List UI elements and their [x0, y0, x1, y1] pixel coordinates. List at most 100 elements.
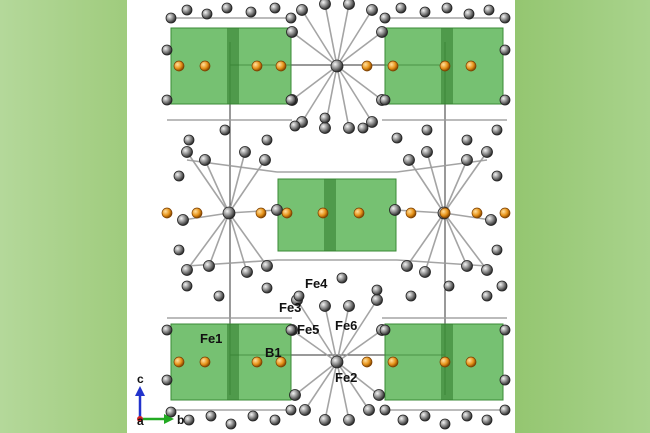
axis-label-b: b — [177, 413, 185, 427]
iron-atom — [481, 290, 493, 302]
iron-atom — [269, 2, 281, 14]
boron-atom — [387, 60, 399, 72]
iron-atom — [285, 94, 297, 106]
boron-atom — [387, 356, 399, 368]
iron-atom — [405, 290, 417, 302]
iron-atom — [203, 260, 215, 272]
iron-atom — [165, 12, 177, 24]
iron-atom — [336, 272, 348, 284]
boron-prism-shadow — [227, 324, 239, 400]
iron-atom — [319, 122, 331, 134]
iron-atom — [213, 290, 225, 302]
bond — [208, 212, 230, 267]
iron-atom — [496, 280, 508, 292]
iron-atom — [241, 266, 253, 278]
iron-atom — [299, 404, 311, 416]
iron-atom — [401, 260, 413, 272]
iron-atom — [181, 4, 193, 16]
iron-atom — [293, 290, 305, 302]
iron-atom — [443, 280, 455, 292]
bond — [336, 329, 383, 363]
iron-atom — [379, 12, 391, 24]
bond — [186, 212, 230, 271]
boron-atom — [405, 207, 417, 219]
iron-atom — [269, 414, 281, 426]
iron-atom — [219, 124, 231, 136]
iron-atom — [389, 204, 401, 216]
bond — [443, 212, 488, 271]
bond — [291, 31, 338, 67]
iron-atom — [173, 170, 185, 182]
iron-atom — [376, 26, 388, 38]
iron-atom — [245, 6, 257, 18]
iron-atom — [366, 116, 378, 128]
iron-atom — [363, 404, 375, 416]
iron-atom — [379, 404, 391, 416]
iron-atom — [261, 260, 273, 272]
bond — [443, 212, 492, 221]
axis-label-a: a — [137, 414, 144, 428]
bond — [336, 65, 350, 129]
iron-atom — [366, 4, 378, 16]
iron-atom — [330, 59, 344, 73]
iron-atom — [421, 124, 433, 136]
iron-atom — [289, 120, 301, 132]
iron-atom — [397, 414, 409, 426]
iron-atom — [181, 280, 193, 292]
iron-atom — [403, 154, 415, 166]
atom-label-fe4: Fe4 — [305, 276, 328, 291]
atom-label-b1: B1 — [265, 345, 282, 360]
boron-atom — [161, 207, 173, 219]
iron-atom — [441, 2, 453, 14]
iron-atom — [499, 374, 511, 386]
bond — [336, 65, 383, 101]
atom-layer — [161, 0, 511, 430]
iron-atom — [183, 414, 195, 426]
iron-atom — [499, 12, 511, 24]
iron-atom — [330, 355, 344, 369]
boron-prism-shadow — [227, 28, 239, 104]
iron-atom — [481, 146, 493, 158]
iron-atom — [259, 154, 271, 166]
iron-atom — [499, 404, 511, 416]
boron-atom — [439, 356, 451, 368]
iron-atom — [499, 44, 511, 56]
iron-atom — [225, 418, 237, 430]
iron-atom — [261, 134, 273, 146]
bond — [291, 329, 338, 363]
boron-atom — [353, 207, 365, 219]
bond — [336, 31, 383, 67]
iron-atom — [371, 284, 383, 296]
iron-atom — [181, 264, 193, 276]
bond — [294, 361, 338, 396]
iron-atom — [222, 206, 236, 220]
iron-atom — [161, 94, 173, 106]
bond-network — [167, 3, 507, 421]
iron-atom — [395, 2, 407, 14]
atom-label-fe3: Fe3 — [279, 300, 302, 315]
iron-atom — [285, 324, 297, 336]
bond — [336, 361, 350, 421]
iron-atom — [199, 154, 211, 166]
bond — [324, 3, 338, 67]
iron-atom — [461, 154, 473, 166]
boron-atom — [499, 207, 511, 219]
bond — [336, 361, 370, 411]
axis-label-c: c — [137, 372, 144, 386]
iron-atom — [419, 266, 431, 278]
iron-atom — [391, 132, 403, 144]
boron-atom — [361, 60, 373, 72]
boron-atom — [199, 356, 211, 368]
iron-atom — [343, 300, 355, 312]
iron-atom — [221, 2, 233, 14]
boron-atom — [255, 207, 267, 219]
boron-atom — [275, 60, 287, 72]
iron-atom — [485, 214, 497, 226]
boron-atom — [251, 356, 263, 368]
iron-atom — [319, 112, 331, 124]
crystal-structure-svg — [135, 0, 511, 430]
boron-atom — [173, 356, 185, 368]
iron-atom — [491, 170, 503, 182]
iron-atom — [483, 4, 495, 16]
iron-atom — [499, 324, 511, 336]
